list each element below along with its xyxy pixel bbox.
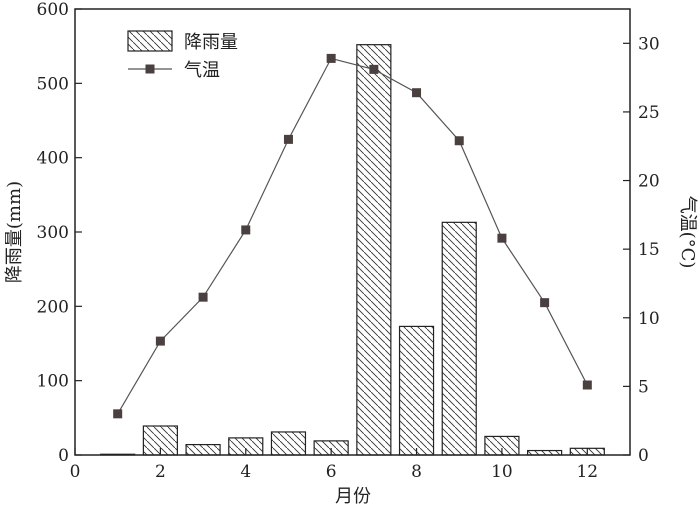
- temperature-point-4: [241, 225, 251, 235]
- temperature-point-3: [198, 292, 208, 302]
- temperature-point-1: [113, 409, 123, 419]
- y-right-tick-label: 20: [638, 172, 660, 192]
- rainfall-bar-5: [270, 431, 307, 456]
- temperature-polyline: [117, 57, 588, 415]
- x-axis-title: 月份: [335, 486, 371, 507]
- legend-rainfall-label: 降雨量: [184, 32, 238, 53]
- rainfall-bars: [100, 44, 605, 456]
- temperature-line: [113, 53, 592, 419]
- x-tick-label: 0: [70, 462, 81, 482]
- y-left-tick-label: 500: [37, 74, 69, 94]
- x-tick-label: 6: [326, 462, 337, 482]
- x-tick-label: 10: [491, 462, 513, 482]
- y-right-tick-label: 0: [638, 446, 649, 466]
- y-left-tick-label: 600: [37, 0, 69, 20]
- y-right-tick-label: 25: [638, 103, 660, 123]
- y-right-tick-label: 15: [638, 240, 660, 260]
- y-left-axis-ticks: 0 100 200 300 400 500 600: [37, 0, 82, 466]
- y-right-tick-label: 30: [638, 34, 660, 54]
- y-right-axis-ticks: 0 5 10 15 20 25 30: [623, 34, 660, 466]
- y-left-tick-label: 100: [37, 372, 69, 392]
- temperature-point-7: [369, 64, 379, 74]
- rainfall-bar-8: [398, 325, 435, 456]
- y-right-axis-title: 气温(°C): [677, 196, 698, 269]
- legend: 降雨量 气温: [127, 30, 238, 81]
- temperature-point-8: [412, 88, 422, 98]
- temperature-point-12: [582, 380, 592, 390]
- y-right-tick-label: 5: [638, 377, 649, 397]
- plot-frame: [74, 8, 631, 456]
- x-tick-label: 12: [576, 462, 598, 482]
- temperature-point-10: [497, 233, 507, 243]
- x-axis-ticks: 0 2 4 6 8 10 12: [70, 448, 598, 482]
- legend-temperature-label: 气温: [184, 60, 220, 81]
- rainfall-bar-3: [185, 443, 221, 456]
- y-left-axis-title: 降雨量(mm): [4, 181, 25, 283]
- y-left-tick-label: 200: [37, 297, 69, 317]
- x-tick-label: 2: [155, 462, 166, 482]
- x-tick-label: 4: [240, 462, 251, 482]
- legend-rainfall-swatch: [127, 30, 173, 52]
- rainfall-bar-2: [142, 425, 178, 456]
- y-right-tick-label: 10: [638, 309, 660, 329]
- x-tick-label: 8: [411, 462, 422, 482]
- rainfall-bar-9: [441, 221, 477, 456]
- temperature-point-11: [540, 298, 550, 308]
- y-left-tick-label: 0: [58, 446, 69, 466]
- legend-temperature-marker: [145, 64, 155, 74]
- temperature-point-2: [155, 336, 165, 346]
- temperature-point-6: [326, 53, 336, 63]
- temperature-point-9: [454, 136, 464, 146]
- temperature-point-5: [283, 134, 293, 144]
- y-left-tick-label: 300: [37, 223, 69, 243]
- rainfall-bar-7: [356, 44, 392, 456]
- y-left-tick-label: 400: [37, 149, 69, 169]
